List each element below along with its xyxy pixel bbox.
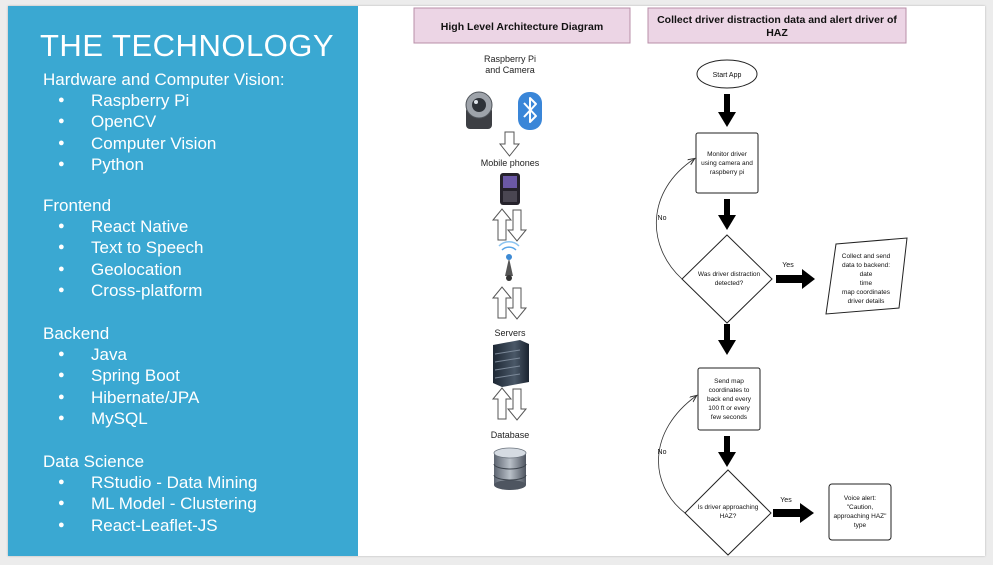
decision-haz-node: Is driver approaching HAZ? <box>684 469 772 556</box>
section-title: Frontend <box>43 196 112 215</box>
node-text-line: Is driver approaching <box>698 504 759 511</box>
flowchart-header-line: Collect driver distraction data and aler… <box>657 14 897 26</box>
hollow-down-arrow <box>498 131 521 157</box>
smartphone-icon <box>500 173 520 205</box>
node-text-line: Send map <box>714 378 744 385</box>
node-text-line: Monitor driver <box>707 151 748 158</box>
section-frontend: Frontend React Native Text to Speech Geo… <box>43 195 203 301</box>
node-text-line: map coordinates <box>842 289 891 296</box>
node-text-line: 100 ft or every <box>708 405 750 412</box>
node-text-line: approaching HAZ" <box>834 513 888 520</box>
node-text-line: detected? <box>715 280 744 287</box>
diagram-canvas: High Level Architecture Diagram Raspberr… <box>413 7 908 556</box>
flowchart-header: Collect driver distraction data and aler… <box>647 7 907 44</box>
send-map-process-node: Send map coordinates to back end every 1… <box>697 367 761 431</box>
list-item: Geolocation <box>43 259 203 281</box>
list-item: Computer Vision <box>43 133 285 155</box>
list-item: Raspberry Pi <box>43 90 285 112</box>
wireless-tower-icon <box>498 241 520 281</box>
section-title: Data Science <box>43 452 145 471</box>
no-label: No <box>658 449 667 456</box>
panel-title: THE TECHNOLOGY <box>40 28 335 63</box>
monitor-process-node: Monitor driver using camera and raspberr… <box>695 132 759 194</box>
label-database: Database <box>491 430 530 440</box>
hollow-updown-arrow <box>491 387 528 421</box>
section-data-science: Data Science RStudio - Data Mining ML Mo… <box>43 451 257 536</box>
bold-down-arrow <box>718 199 736 230</box>
voice-alert-node: Voice alert: "Caution, approaching HAZ" … <box>828 483 892 541</box>
node-text-line: raspberry pi <box>710 169 744 176</box>
list-item: Hibernate/JPA <box>43 387 199 409</box>
node-text-line: date <box>860 271 873 278</box>
list-item: Python <box>43 154 285 176</box>
node-text-line: time <box>860 280 873 287</box>
node-text-line: back end every <box>707 396 752 403</box>
database-icon <box>493 447 527 490</box>
label-mobile-phones: Mobile phones <box>481 158 540 168</box>
decision-distraction-node: Was driver distraction detected? <box>681 234 773 324</box>
list-item: Text to Speech <box>43 237 203 259</box>
label-servers: Servers <box>494 328 526 338</box>
hollow-updown-arrow <box>491 208 528 242</box>
node-text-line: driver details <box>848 298 886 305</box>
section-title: Backend <box>43 324 110 343</box>
yes-label: Yes <box>782 262 794 269</box>
list-item: Cross-platform <box>43 280 203 302</box>
list-item: Spring Boot <box>43 365 199 387</box>
bold-down-arrow <box>718 436 736 467</box>
node-text-line: type <box>854 522 867 529</box>
list-item: ML Model - Clustering <box>43 493 257 515</box>
node-text-line: Was driver distraction <box>698 271 761 278</box>
no-label: No <box>658 215 667 222</box>
hollow-updown-arrow <box>491 286 528 320</box>
collect-data-node: Collect and send data to backend: date t… <box>825 237 908 315</box>
no-loop-arrow: No <box>658 396 696 514</box>
server-rack-icon <box>493 340 529 387</box>
yes-right-arrow: Yes <box>773 497 814 523</box>
no-loop-arrow: No <box>655 159 694 280</box>
technology-panel: THE TECHNOLOGY Hardware and Computer Vis… <box>8 6 358 556</box>
section-hardware: Hardware and Computer Vision: Raspberry … <box>43 69 285 175</box>
list-item: React Native <box>43 216 203 238</box>
architecture-header-label: High Level Architecture Diagram <box>441 21 603 33</box>
slide: THE TECHNOLOGY Hardware and Computer Vis… <box>8 6 985 556</box>
node-text-line: "Caution, <box>847 504 874 511</box>
list-item: React-Leaflet-JS <box>43 515 257 537</box>
architecture-header: High Level Architecture Diagram <box>413 7 631 44</box>
yes-label: Yes <box>780 497 792 504</box>
node-text-line: Collect and send <box>842 253 891 260</box>
flowchart-header-line: HAZ <box>766 27 788 39</box>
start-node-label: Start App <box>713 72 742 79</box>
node-text-line: few seconds <box>711 414 748 421</box>
bold-down-arrow <box>718 324 736 355</box>
section-title: Hardware and Computer Vision: <box>43 70 285 89</box>
list-item: RStudio - Data Mining <box>43 472 257 494</box>
label-raspberry-pi: Raspberry Pi <box>484 54 536 64</box>
node-text-line: coordinates to <box>709 387 750 394</box>
webcam-icon <box>465 91 493 129</box>
section-backend: Backend Java Spring Boot Hibernate/JPA M… <box>43 323 199 429</box>
node-text-line: HAZ? <box>720 513 737 520</box>
list-item: OpenCV <box>43 111 285 133</box>
list-item: MySQL <box>43 408 199 430</box>
start-node: Start App <box>696 59 758 89</box>
yes-right-arrow: Yes <box>776 262 815 289</box>
list-item: Java <box>43 344 199 366</box>
label-and-camera: and Camera <box>485 65 535 75</box>
node-text-line: Voice alert: <box>844 495 876 502</box>
node-text-line: using camera and <box>701 160 753 167</box>
node-text-line: data to backend: <box>842 262 890 269</box>
bold-down-arrow <box>718 94 736 127</box>
bluetooth-icon <box>518 92 542 130</box>
